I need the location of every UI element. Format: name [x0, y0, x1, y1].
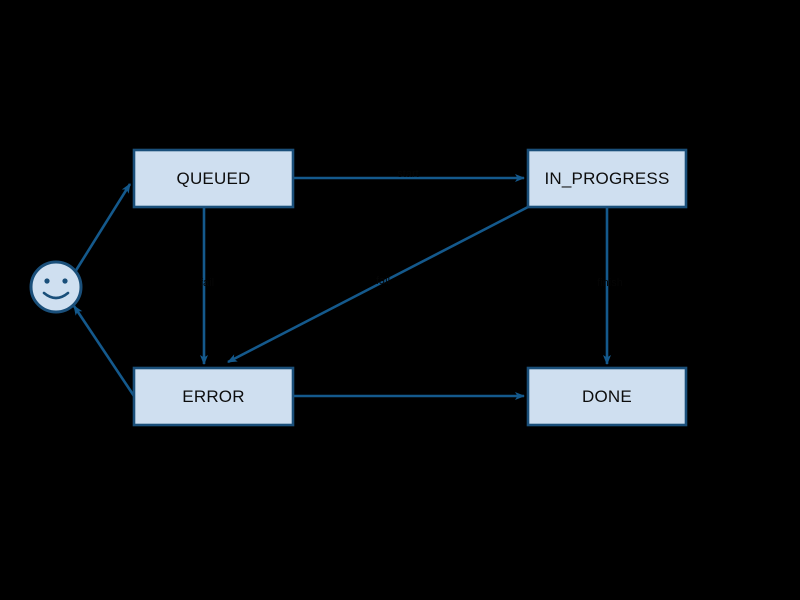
- edge-queued-to-in-progress: start: [293, 168, 525, 182]
- node-in-progress-label: IN_PROGRESS: [544, 169, 669, 188]
- smiley-mouth-icon: [42, 291, 70, 300]
- node-queued[interactable]: QUEUED: [132, 148, 295, 209]
- edge-label-in-progress-to-done: finish: [597, 277, 623, 289]
- node-error-box: [132, 366, 295, 427]
- edge-in-progress-to-error: fail: [227, 205, 529, 364]
- edge-in-progress-to-done: finish: [597, 207, 623, 365]
- start-node-circle: [29, 260, 83, 314]
- edge-start-to-queued: [73, 183, 132, 273]
- node-in-progress[interactable]: IN_PROGRESS: [526, 148, 688, 209]
- node-error[interactable]: ERROR: [132, 366, 295, 427]
- start-node[interactable]: [29, 260, 83, 314]
- node-done[interactable]: DONE: [526, 366, 688, 427]
- smiley-left-eye-icon: [44, 278, 50, 284]
- node-done-box: [526, 366, 688, 427]
- node-queued-label: QUEUED: [177, 169, 251, 188]
- node-queued-box: [132, 148, 295, 209]
- edge-label-queued-to-error: fail: [200, 277, 214, 289]
- node-error-label: ERROR: [182, 387, 244, 406]
- node-in-progress-box: [526, 148, 688, 209]
- node-done-label: DONE: [582, 387, 632, 406]
- edge-label-in-progress-to-error: fail: [376, 275, 390, 287]
- edge-label-queued-to-in-progress: start: [397, 168, 418, 180]
- smiley-right-eye-icon: [62, 278, 68, 284]
- edge-error-to-start: [72, 305, 136, 397]
- edge-queued-to-error: fail: [200, 207, 214, 365]
